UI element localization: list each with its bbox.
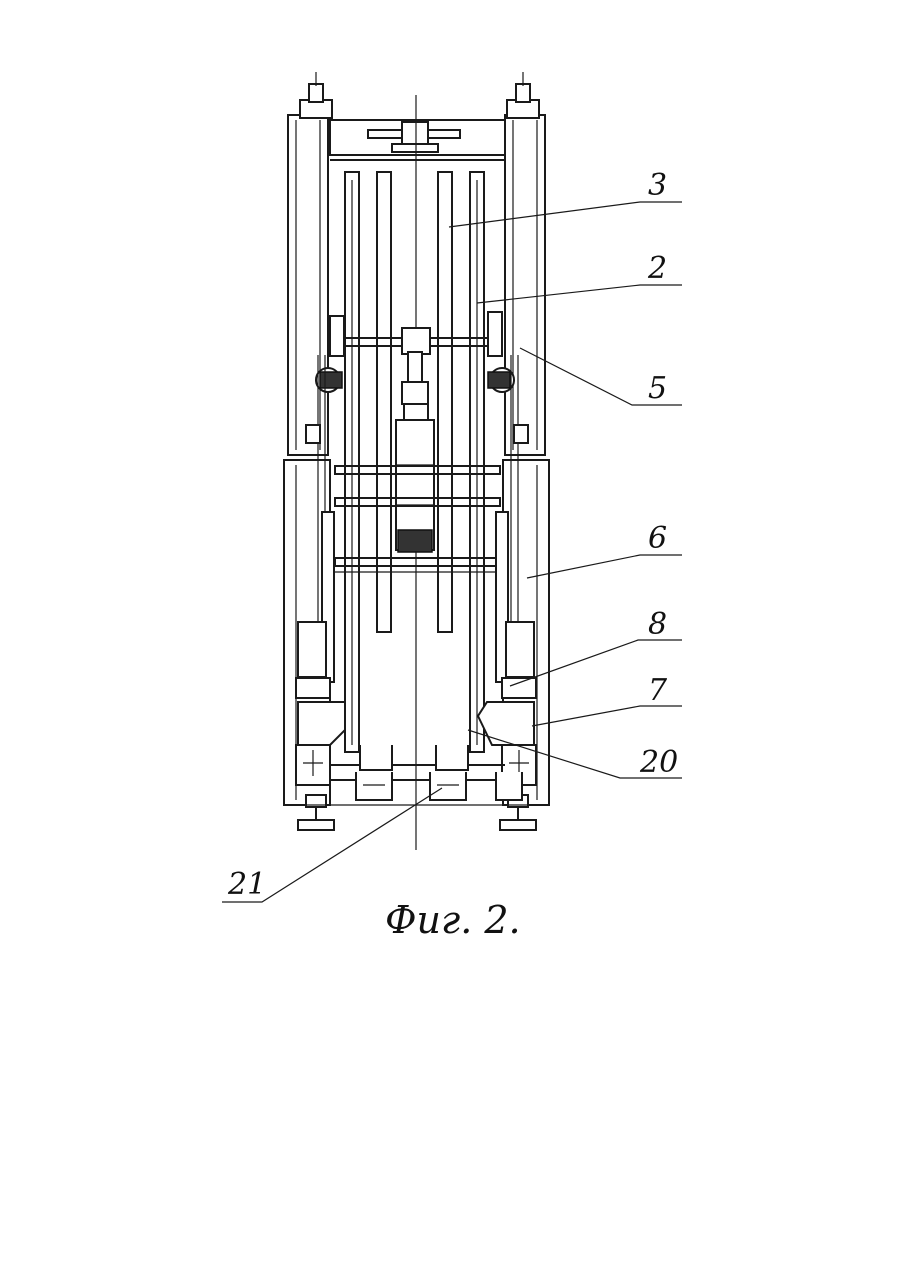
callout-2: 2 (647, 251, 667, 286)
callout-3: 3 (648, 168, 667, 203)
callout-7: 7 (648, 673, 668, 708)
figure-caption: Фиг. 2. (385, 898, 521, 942)
callout-8: 8 (648, 607, 667, 642)
callout-21: 21 (227, 867, 266, 902)
left-carriage (296, 622, 345, 830)
top-crossbeam (330, 120, 505, 160)
callout-5: 5 (648, 371, 667, 406)
callout-20: 20 (639, 745, 678, 780)
callout-6: 6 (648, 521, 667, 556)
hydraulic-cylinder (396, 352, 434, 552)
